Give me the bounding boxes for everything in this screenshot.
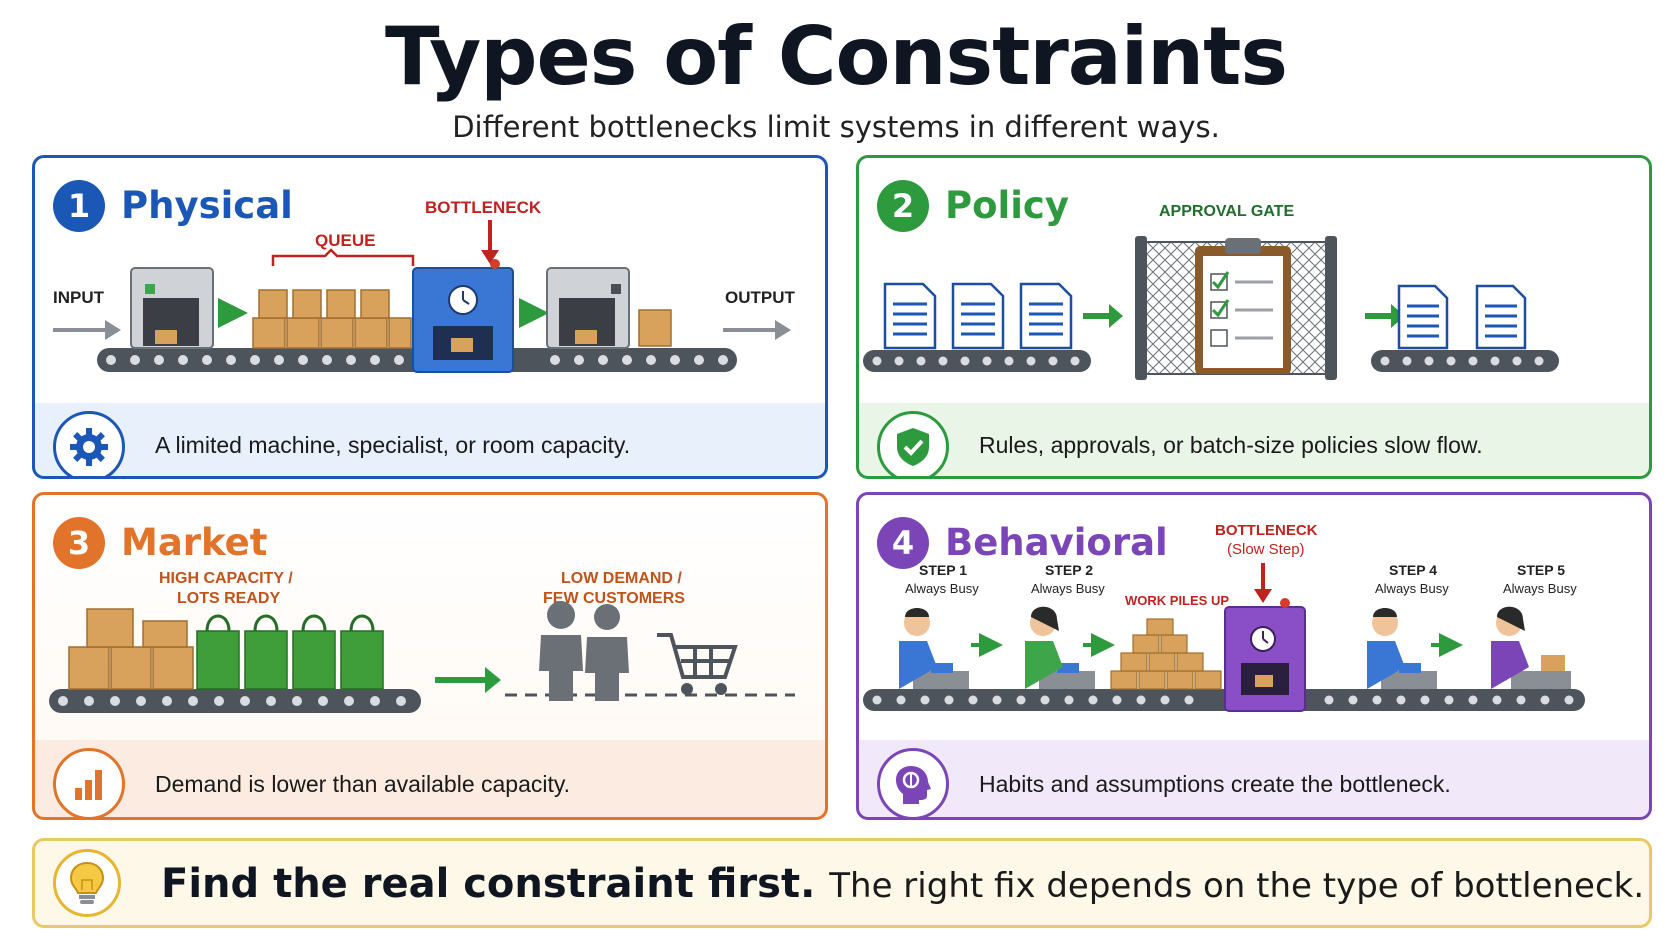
step-1-status: Always Busy <box>905 581 979 596</box>
panel-description: Rules, approvals, or batch-size policies… <box>979 432 1483 458</box>
panel-title: Physical <box>121 184 293 227</box>
page-subtitle: Different bottlenecks limit systems in d… <box>452 110 1220 144</box>
panel-description: Habits and assumptions create the bottle… <box>979 771 1451 797</box>
footer-message: The right fix depends on the type of bot… <box>829 866 1645 906</box>
bottleneck-sublabel: (Slow Step) <box>1227 541 1305 558</box>
panel-number: 3 <box>53 517 105 569</box>
conveyor-belt <box>49 689 421 713</box>
worker-step-5 <box>1491 606 1571 689</box>
step-4-label: STEP 4 <box>1389 562 1437 578</box>
page-title: Types of Constraints <box>385 10 1288 103</box>
checklist-icon <box>1210 271 1273 347</box>
queue-label: QUEUE <box>315 231 375 250</box>
customers-icon <box>539 601 629 701</box>
work-piles-label: WORK PILES UP <box>1125 593 1229 608</box>
footer-callout: Find the real constraint first. The right… <box>32 838 1652 928</box>
demand-label-line2: FEW CUSTOMERS <box>543 590 685 607</box>
work-piles <box>1110 618 1222 690</box>
physical-conveyor-illustration: INPUT QUEUE BOTTLENECK OUTPUT <box>53 198 796 373</box>
policy-gate-illustration: APPROVAL GATE <box>863 203 1559 380</box>
input-label: INPUT <box>53 288 105 307</box>
bottleneck-machine <box>1224 606 1306 712</box>
output-label: OUTPUT <box>725 288 796 307</box>
panel-title: Market <box>121 521 268 564</box>
panel-behavioral: BOTTLENECK (Slow Step) STEP 1 Always Bus… <box>856 492 1652 820</box>
capacity-label-line1: HIGH CAPACITY / <box>159 570 293 587</box>
panel-number: 1 <box>53 180 105 232</box>
approval-gate-label: APPROVAL GATE <box>1159 203 1294 220</box>
panel-physical: INPUT QUEUE BOTTLENECK OUTPUT <box>32 155 828 479</box>
document-stack-left <box>883 282 1073 350</box>
input-arrow <box>53 320 121 340</box>
panel-number: 2 <box>877 180 929 232</box>
panel-title: Behavioral <box>945 521 1168 564</box>
panel-description: Demand is lower than available capacity. <box>155 771 571 797</box>
step-1-label: STEP 1 <box>919 562 967 578</box>
panel-policy: APPROVAL GATE <box>856 155 1652 479</box>
inventory-boxes <box>68 608 194 690</box>
demand-label-line1: LOW DEMAND / <box>561 570 682 587</box>
gear-icon <box>53 411 125 476</box>
output-arrow <box>723 320 791 340</box>
bottleneck-label: BOTTLENECK <box>1215 522 1318 539</box>
panel-number: 4 <box>877 517 929 569</box>
worker-step-2 <box>1025 606 1095 689</box>
brain-head-icon <box>877 748 949 817</box>
step-4-status: Always Busy <box>1375 581 1449 596</box>
step-2-label: STEP 2 <box>1045 562 1093 578</box>
step-2-status: Always Busy <box>1031 581 1105 596</box>
queue-brace <box>271 248 415 266</box>
shopping-cart-icon <box>657 633 738 679</box>
lightbulb-icon <box>53 849 121 917</box>
flow-arrow <box>435 667 501 693</box>
bottleneck-label: BOTTLENECK <box>425 198 542 217</box>
queue-boxes <box>252 289 412 349</box>
worker-step-4 <box>1367 608 1437 689</box>
step-5-label: STEP 5 <box>1517 562 1565 578</box>
approval-gate <box>1135 236 1337 380</box>
bar-chart-icon <box>53 748 125 817</box>
panel-description: A limited machine, specialist, or room c… <box>155 432 631 458</box>
panel-title: Policy <box>945 184 1069 227</box>
market-illustration: HIGH CAPACITY / LOTS READY LOW DEMAND / … <box>49 570 795 713</box>
behavioral-illustration: BOTTLENECK (Slow Step) STEP 1 Always Bus… <box>863 522 1585 712</box>
worker-step-1 <box>899 608 969 689</box>
shield-check-icon <box>877 411 949 476</box>
shopping-bags <box>196 614 384 690</box>
footer-headline: Find the real constraint first. <box>161 861 816 907</box>
panel-market: HIGH CAPACITY / LOTS READY LOW DEMAND / … <box>32 492 828 820</box>
capacity-label-line2: LOTS READY <box>177 590 280 607</box>
document-stack-right <box>1397 284 1527 350</box>
step-5-status: Always Busy <box>1503 581 1577 596</box>
